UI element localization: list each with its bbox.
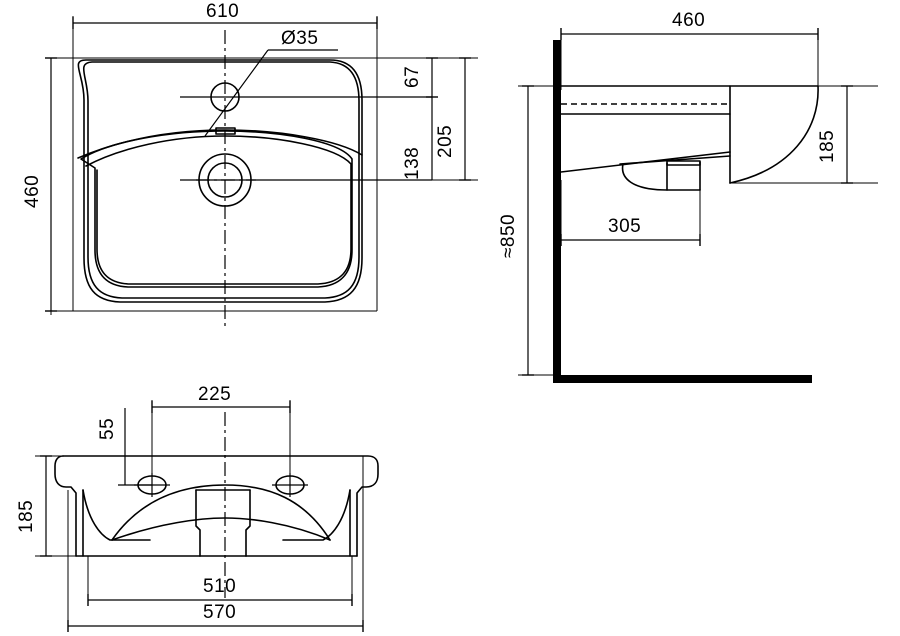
basin-bowl-inner — [80, 130, 353, 288]
side-view-group: 460 185 305 — [498, 10, 878, 383]
basin-rim-outline — [82, 61, 360, 299]
dim-label-610: 610 — [206, 1, 239, 22]
dim-label-tap-diameter: Ø35 — [281, 28, 318, 49]
basin-outer-outline — [77, 59, 363, 303]
front-outline-right — [62, 455, 379, 557]
side-drain-bulge — [621, 163, 701, 191]
dim-label-850: ≈850 — [498, 214, 519, 258]
front-bowl-left-wall — [82, 489, 151, 541]
top-view-group: Ø35 67 138 205 460 610 — [22, 1, 478, 330]
dim-label-510: 510 — [203, 576, 236, 597]
dim-label-138: 138 — [402, 147, 423, 180]
dim-label-460-side: 460 — [672, 10, 705, 31]
front-outline-left — [54, 455, 77, 557]
dim-label-55: 55 — [97, 418, 118, 440]
front-drain-shaft-left — [195, 489, 201, 557]
dim-label-67: 67 — [402, 66, 423, 88]
basin-bowl-inner-2 — [85, 135, 352, 285]
dim-label-305: 305 — [608, 216, 641, 237]
dim-label-225: 225 — [198, 384, 231, 405]
dim-label-570: 570 — [203, 602, 236, 623]
front-bowl-lower-arc — [111, 517, 331, 541]
diameter-leader-line — [204, 49, 269, 137]
side-front-curve — [729, 85, 819, 184]
front-bowl-right-wall — [282, 489, 351, 541]
front-bowl-upper-arc — [111, 484, 331, 541]
side-drain-flange — [666, 160, 701, 166]
side-bowl-underside-2 — [619, 155, 731, 165]
front-view-group: 225 55 — [16, 384, 379, 632]
dim-label-205: 205 — [435, 125, 456, 158]
dim-label-460-top: 460 — [22, 175, 43, 208]
dim-label-185-front: 185 — [16, 500, 37, 533]
front-drain-shaft-right — [245, 489, 251, 557]
dim-label-185-side: 185 — [817, 130, 838, 163]
